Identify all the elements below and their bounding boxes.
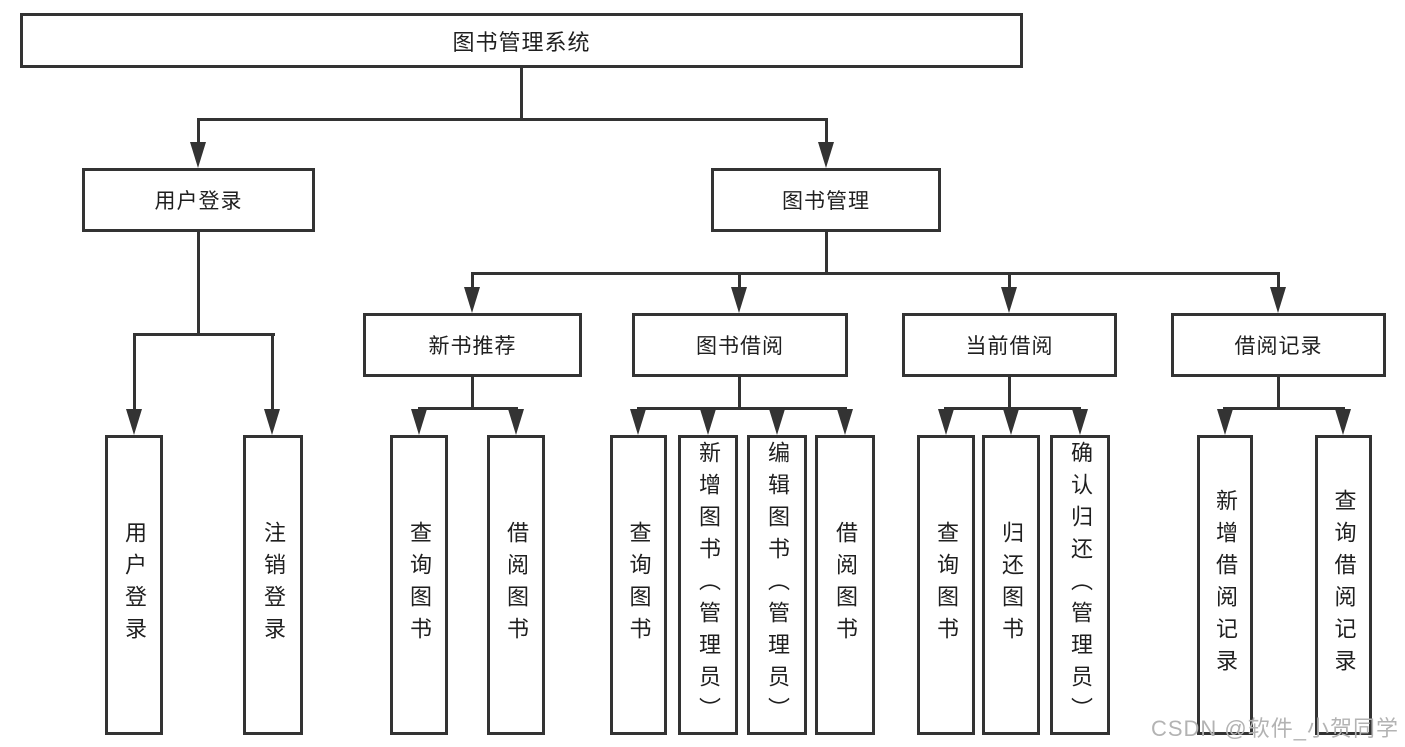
leaf-confirm-return-admin: 确认归还（管理员） — [1050, 435, 1110, 735]
connector-line — [197, 232, 200, 336]
connector-line — [1224, 407, 1345, 410]
node-user-login-branch: 用户登录 — [82, 168, 315, 232]
arrowhead-down-icon — [700, 409, 716, 435]
leaf-borrow-books-borrowing: 借阅图书 — [815, 435, 875, 735]
connector-line — [1277, 377, 1280, 410]
connector-line — [197, 118, 828, 121]
connector-line — [471, 377, 474, 410]
node-book-management-branch: 图书管理 — [711, 168, 941, 232]
arrowhead-down-icon — [1217, 409, 1233, 435]
connector-line — [1277, 272, 1280, 292]
connector-line — [197, 118, 200, 152]
arrowhead-down-icon — [938, 409, 954, 435]
arrowhead-down-icon — [190, 142, 206, 168]
watermark: CSDN @软件_小贺同学 — [1150, 716, 1399, 741]
leaf-add-borrow-record: 新增借阅记录 — [1197, 435, 1253, 735]
leaf-query-books-recommend: 查询图书 — [390, 435, 448, 735]
leaf-query-borrow-record: 查询借阅记录 — [1315, 435, 1372, 735]
connector-line — [825, 232, 828, 275]
leaf-query-books-borrowing: 查询图书 — [610, 435, 667, 735]
arrowhead-down-icon — [769, 409, 785, 435]
connector-line — [825, 118, 828, 152]
node-module-borrowing-records: 借阅记录 — [1171, 313, 1386, 377]
arrowhead-down-icon — [731, 287, 747, 313]
node-module-current-borrowing: 当前借阅 — [902, 313, 1117, 377]
arrowhead-down-icon — [1003, 409, 1019, 435]
arrowhead-down-icon — [1001, 287, 1017, 313]
arrowhead-down-icon — [126, 409, 142, 435]
connector-line — [1008, 272, 1011, 292]
connector-line — [1008, 377, 1011, 410]
connector-line — [520, 68, 523, 119]
arrowhead-down-icon — [264, 409, 280, 435]
arrowhead-down-icon — [508, 409, 524, 435]
arrowhead-down-icon — [818, 142, 834, 168]
node-module-book-borrowing: 图书借阅 — [632, 313, 848, 377]
connector-line — [133, 333, 136, 413]
node-root-library-system: 图书管理系统 — [20, 13, 1023, 68]
connector-line — [945, 407, 1081, 410]
connector-line — [738, 272, 741, 292]
connector-line — [133, 333, 275, 336]
leaf-query-books-current: 查询图书 — [917, 435, 975, 735]
leaf-edit-book-admin: 编辑图书（管理员） — [747, 435, 807, 735]
node-module-new-book-recommend: 新书推荐 — [363, 313, 582, 377]
connector-line — [637, 407, 846, 410]
leaf-logout: 注销登录 — [243, 435, 303, 735]
connector-line — [271, 333, 274, 413]
arrowhead-down-icon — [1335, 409, 1351, 435]
connector-line — [418, 407, 518, 410]
leaf-user-login: 用户登录 — [105, 435, 163, 735]
connector-line — [738, 377, 741, 410]
leaf-borrow-books-recommend: 借阅图书 — [487, 435, 545, 735]
arrowhead-down-icon — [837, 409, 853, 435]
arrowhead-down-icon — [1072, 409, 1088, 435]
connector-line — [471, 272, 474, 292]
connector-line — [471, 272, 1280, 275]
arrowhead-down-icon — [630, 409, 646, 435]
arrowhead-down-icon — [411, 409, 427, 435]
arrowhead-down-icon — [464, 287, 480, 313]
leaf-return-book: 归还图书 — [982, 435, 1040, 735]
leaf-add-book-admin: 新增图书（管理员） — [678, 435, 738, 735]
arrowhead-down-icon — [1270, 287, 1286, 313]
